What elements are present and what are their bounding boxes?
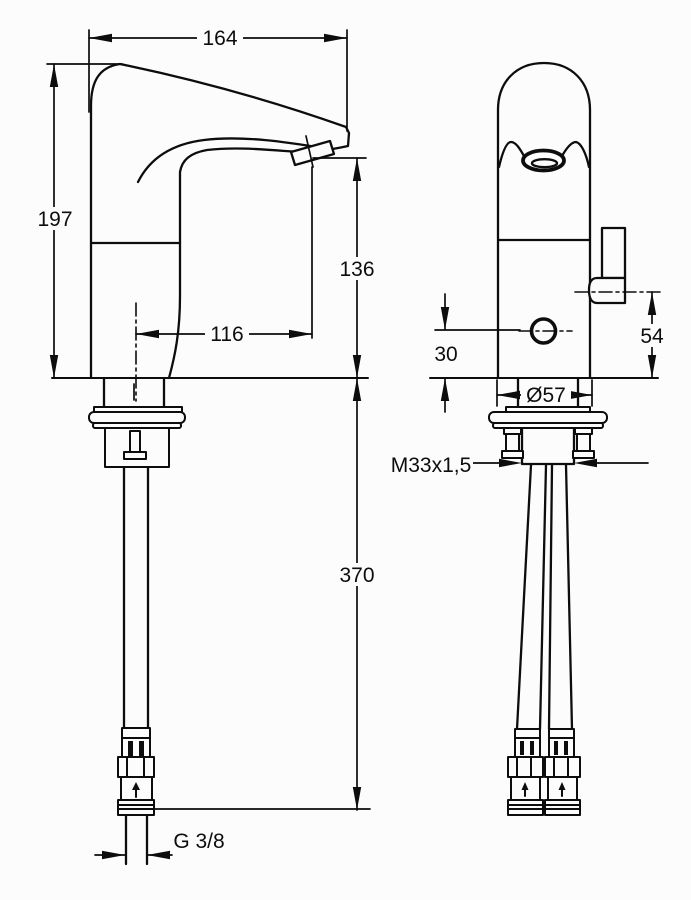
side-connector bbox=[117, 727, 155, 816]
left-screw-foot bbox=[501, 450, 524, 459]
dimension-labels: 164 197 136 116 370 G 3/8 30 54 Ø57 M33x… bbox=[36, 26, 668, 853]
centerlines bbox=[135, 291, 662, 402]
label-mask bbox=[197, 26, 243, 49]
dim-label-outlet-height: 136 bbox=[339, 258, 374, 281]
connector-ribs-and-flow-arrow-icon bbox=[128, 741, 144, 790]
dim-label-reach: 116 bbox=[210, 323, 243, 346]
label-mask bbox=[389, 453, 473, 476]
temperature-lever-base bbox=[587, 276, 627, 305]
side-view bbox=[88, 62, 351, 866]
dim-label-lever-height: 54 bbox=[640, 325, 664, 348]
front-connectors bbox=[507, 728, 581, 816]
label-mask bbox=[36, 207, 74, 230]
right-screw-foot bbox=[572, 450, 595, 459]
dim-label-supply-thread: G 3/8 bbox=[173, 830, 224, 853]
label-mask bbox=[205, 322, 249, 345]
washer-band-lower-front bbox=[492, 422, 604, 429]
connector-hex-nut bbox=[117, 756, 155, 778]
label-mask bbox=[636, 324, 668, 347]
front-connector-details bbox=[507, 737, 581, 810]
connector-collar bbox=[121, 727, 151, 758]
left-connector-hex-nut bbox=[507, 756, 544, 778]
front-connector-ribs-and-flow-arrow-icons bbox=[520, 741, 568, 790]
washer-band-front bbox=[488, 411, 608, 424]
label-mask bbox=[521, 383, 571, 406]
front-mounting-hardware bbox=[488, 406, 608, 459]
right-connector-cap bbox=[544, 799, 581, 816]
fixing-bolt-foot bbox=[123, 451, 147, 460]
label-mask bbox=[170, 829, 228, 852]
right-screw-stem bbox=[576, 433, 591, 452]
connector-cap bbox=[117, 799, 155, 816]
fixing-bolt-stem bbox=[129, 430, 141, 453]
spout-outlet-opening bbox=[530, 157, 559, 169]
label-mask bbox=[336, 257, 378, 280]
dim-label-base-diameter: Ø57 bbox=[526, 384, 566, 407]
washer-band bbox=[88, 411, 186, 424]
dim-label-sensor-height: 30 bbox=[434, 343, 457, 366]
side-mounting-hardware bbox=[88, 406, 186, 468]
dim-label-hose-length: 370 bbox=[339, 564, 374, 587]
dim-label-mounting-thread: M33x1,5 bbox=[391, 454, 472, 477]
right-connector-hex-nut bbox=[544, 756, 581, 778]
left-connector-collar bbox=[514, 728, 541, 758]
left-screw-stem bbox=[505, 433, 520, 452]
right-connector-collar bbox=[548, 728, 575, 758]
temperature-lever-handle bbox=[600, 226, 627, 280]
label-mask bbox=[336, 563, 378, 586]
front-view bbox=[488, 61, 627, 816]
aerator bbox=[289, 139, 336, 167]
connector-details bbox=[117, 737, 155, 810]
label-mask bbox=[431, 342, 461, 365]
dim-label-projection: 164 bbox=[202, 27, 237, 50]
left-connector-cap bbox=[507, 799, 544, 816]
dim-label-height: 197 bbox=[37, 208, 72, 231]
